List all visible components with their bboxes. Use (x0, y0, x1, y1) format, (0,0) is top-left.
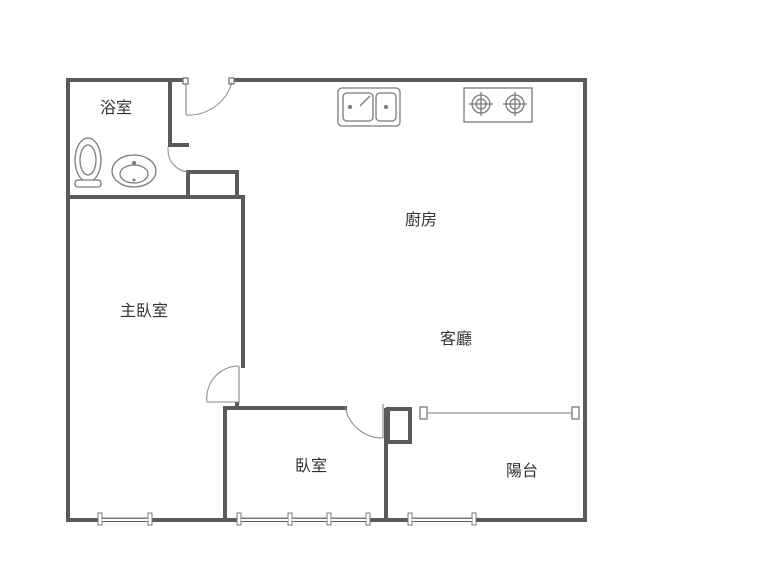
gas-stove-icon (463, 87, 533, 123)
bathroom-door (167, 147, 189, 173)
room-label-kitchen: 廚房 (405, 210, 437, 229)
master-bedroom-walls (235, 195, 245, 410)
outer-walls (66, 78, 587, 522)
windows (97, 512, 477, 526)
room-label-bedroom: 臥室 (295, 456, 327, 475)
balcony-pillar (386, 407, 412, 444)
balcony-sliding-door (419, 406, 580, 420)
bathroom-walls (66, 78, 245, 199)
room-label-master-bedroom: 主臥室 (120, 301, 168, 320)
room-label-living-room: 客廳 (440, 329, 472, 348)
master-bedroom-door (206, 365, 240, 404)
kitchen-sink-icon (337, 87, 401, 127)
toilet-icon (74, 137, 102, 188)
washbasin-icon (111, 154, 157, 188)
room-label-balcony: 陽台 (506, 461, 538, 480)
entry-door (182, 77, 235, 116)
bedroom-door (344, 404, 384, 439)
room-label-bathroom: 浴室 (100, 98, 132, 117)
